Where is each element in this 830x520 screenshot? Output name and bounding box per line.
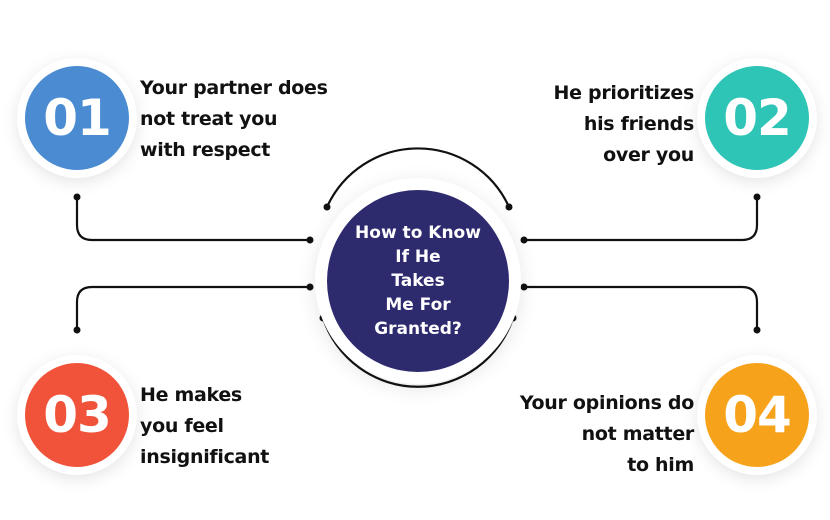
number-badge-01: 01 <box>25 66 129 170</box>
center-circle: How to Know If He Takes Me For Granted? <box>327 190 509 372</box>
number-label: 01 <box>43 89 112 147</box>
item-text-02: He prioritizes his friends over you <box>553 82 695 166</box>
number-badge-04: 04 <box>705 363 809 467</box>
dot <box>73 326 81 334</box>
item-text-04: Your opinions do not matter to him <box>519 392 694 476</box>
connector-04 <box>524 285 759 330</box>
dot <box>306 283 314 291</box>
connector-02 <box>524 197 759 242</box>
center-title: How to Know If He Takes Me For Granted? <box>355 223 481 339</box>
connector-03 <box>75 285 310 330</box>
number-badge-03: 03 <box>25 363 129 467</box>
bottom-arc <box>321 317 515 388</box>
dot <box>73 193 81 201</box>
dot <box>520 236 528 244</box>
dot <box>505 203 513 211</box>
dot <box>323 203 331 211</box>
connector-01 <box>75 197 310 242</box>
item-text-03: He makes you feel insignificant <box>140 384 270 468</box>
number-badge-02: 02 <box>705 66 809 170</box>
dot <box>319 314 327 322</box>
item-text-01: Your partner does not treat you with res… <box>140 77 328 161</box>
dot <box>753 193 761 201</box>
top-arc <box>325 147 511 208</box>
dot <box>306 236 314 244</box>
dot <box>520 283 528 291</box>
number-label: 04 <box>723 386 792 444</box>
dot <box>753 326 761 334</box>
number-label: 02 <box>723 89 792 147</box>
dot <box>509 314 517 322</box>
number-label: 03 <box>43 386 112 444</box>
